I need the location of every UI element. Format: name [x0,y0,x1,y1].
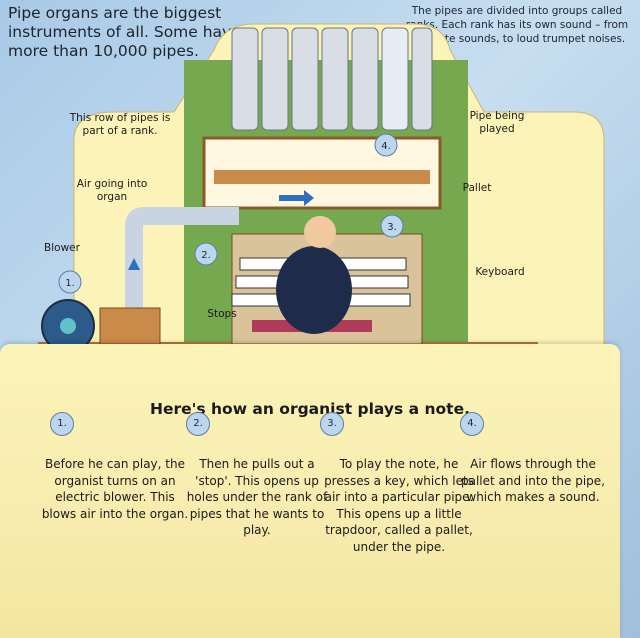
ranks-note: The pipes are divided into groups called… [405,5,629,45]
step-4-text: Air flows through the pallet and into th… [460,457,605,504]
label-keyboard: Keyboard [475,266,525,278]
pipe [291,27,319,131]
organist-body [276,246,352,334]
pipe-rank [231,27,433,131]
air-arrow [279,190,314,206]
label-pallet: Pallet [462,182,492,194]
step-3-text: To play the note, he presses a key, whic… [324,457,474,554]
step-4-badge: 4. [460,412,484,436]
step-1-text: Before he can play, the organist turns o… [41,457,189,521]
marker-label: 4. [381,141,391,152]
label-blower: Blower [44,242,80,254]
marker-label: 1. [65,278,75,289]
step-3-badge: 3. [320,412,344,436]
steps-heading: Here's how an organist plays a note. [150,400,470,418]
organ-illustration: 1. 2. 3. 4. [38,23,605,360]
marker-group [58,133,404,294]
blower-box [99,307,161,345]
marker-label: 3. [387,222,397,233]
step-3: 3. To play the note, he presses a key, w… [320,412,474,555]
blower-hub [60,318,76,334]
duct-arrow [128,258,140,270]
step-2-badge: 2. [186,412,210,436]
pallet-row [214,170,430,184]
pipe [381,27,409,131]
air-duct [125,207,239,320]
pipe [261,27,289,131]
label-stops: Stops [207,308,237,320]
step-1-badge: 1. [50,412,74,436]
step-4: 4. Air flows through the pallet and into… [458,412,608,506]
label-air-going: Air going into organ [76,178,148,203]
organist-head [304,216,336,248]
illustration-card: 1. 2. 3. 4. This row of pipes is part of… [14,20,622,638]
marker-label: 2. [201,250,211,261]
intro-text: Pipe organs are the biggest instruments … [8,4,241,60]
pipe [231,27,259,131]
instructions-pocket: Here's how an organist plays a note. 1. … [0,344,620,638]
step-2: 2. Then he pulls out a 'stop'. This open… [182,412,332,539]
pipe [411,27,433,131]
label-pipe-played: Pipe being played [469,110,525,135]
pipe [321,27,349,131]
label-rank-row: This row of pipes is part of a rank. [69,112,171,137]
pipe [351,27,379,131]
step-2-text: Then he pulls out a 'stop'. This opens u… [186,457,328,537]
step-1: 1. Before he can play, the organist turn… [40,412,190,522]
